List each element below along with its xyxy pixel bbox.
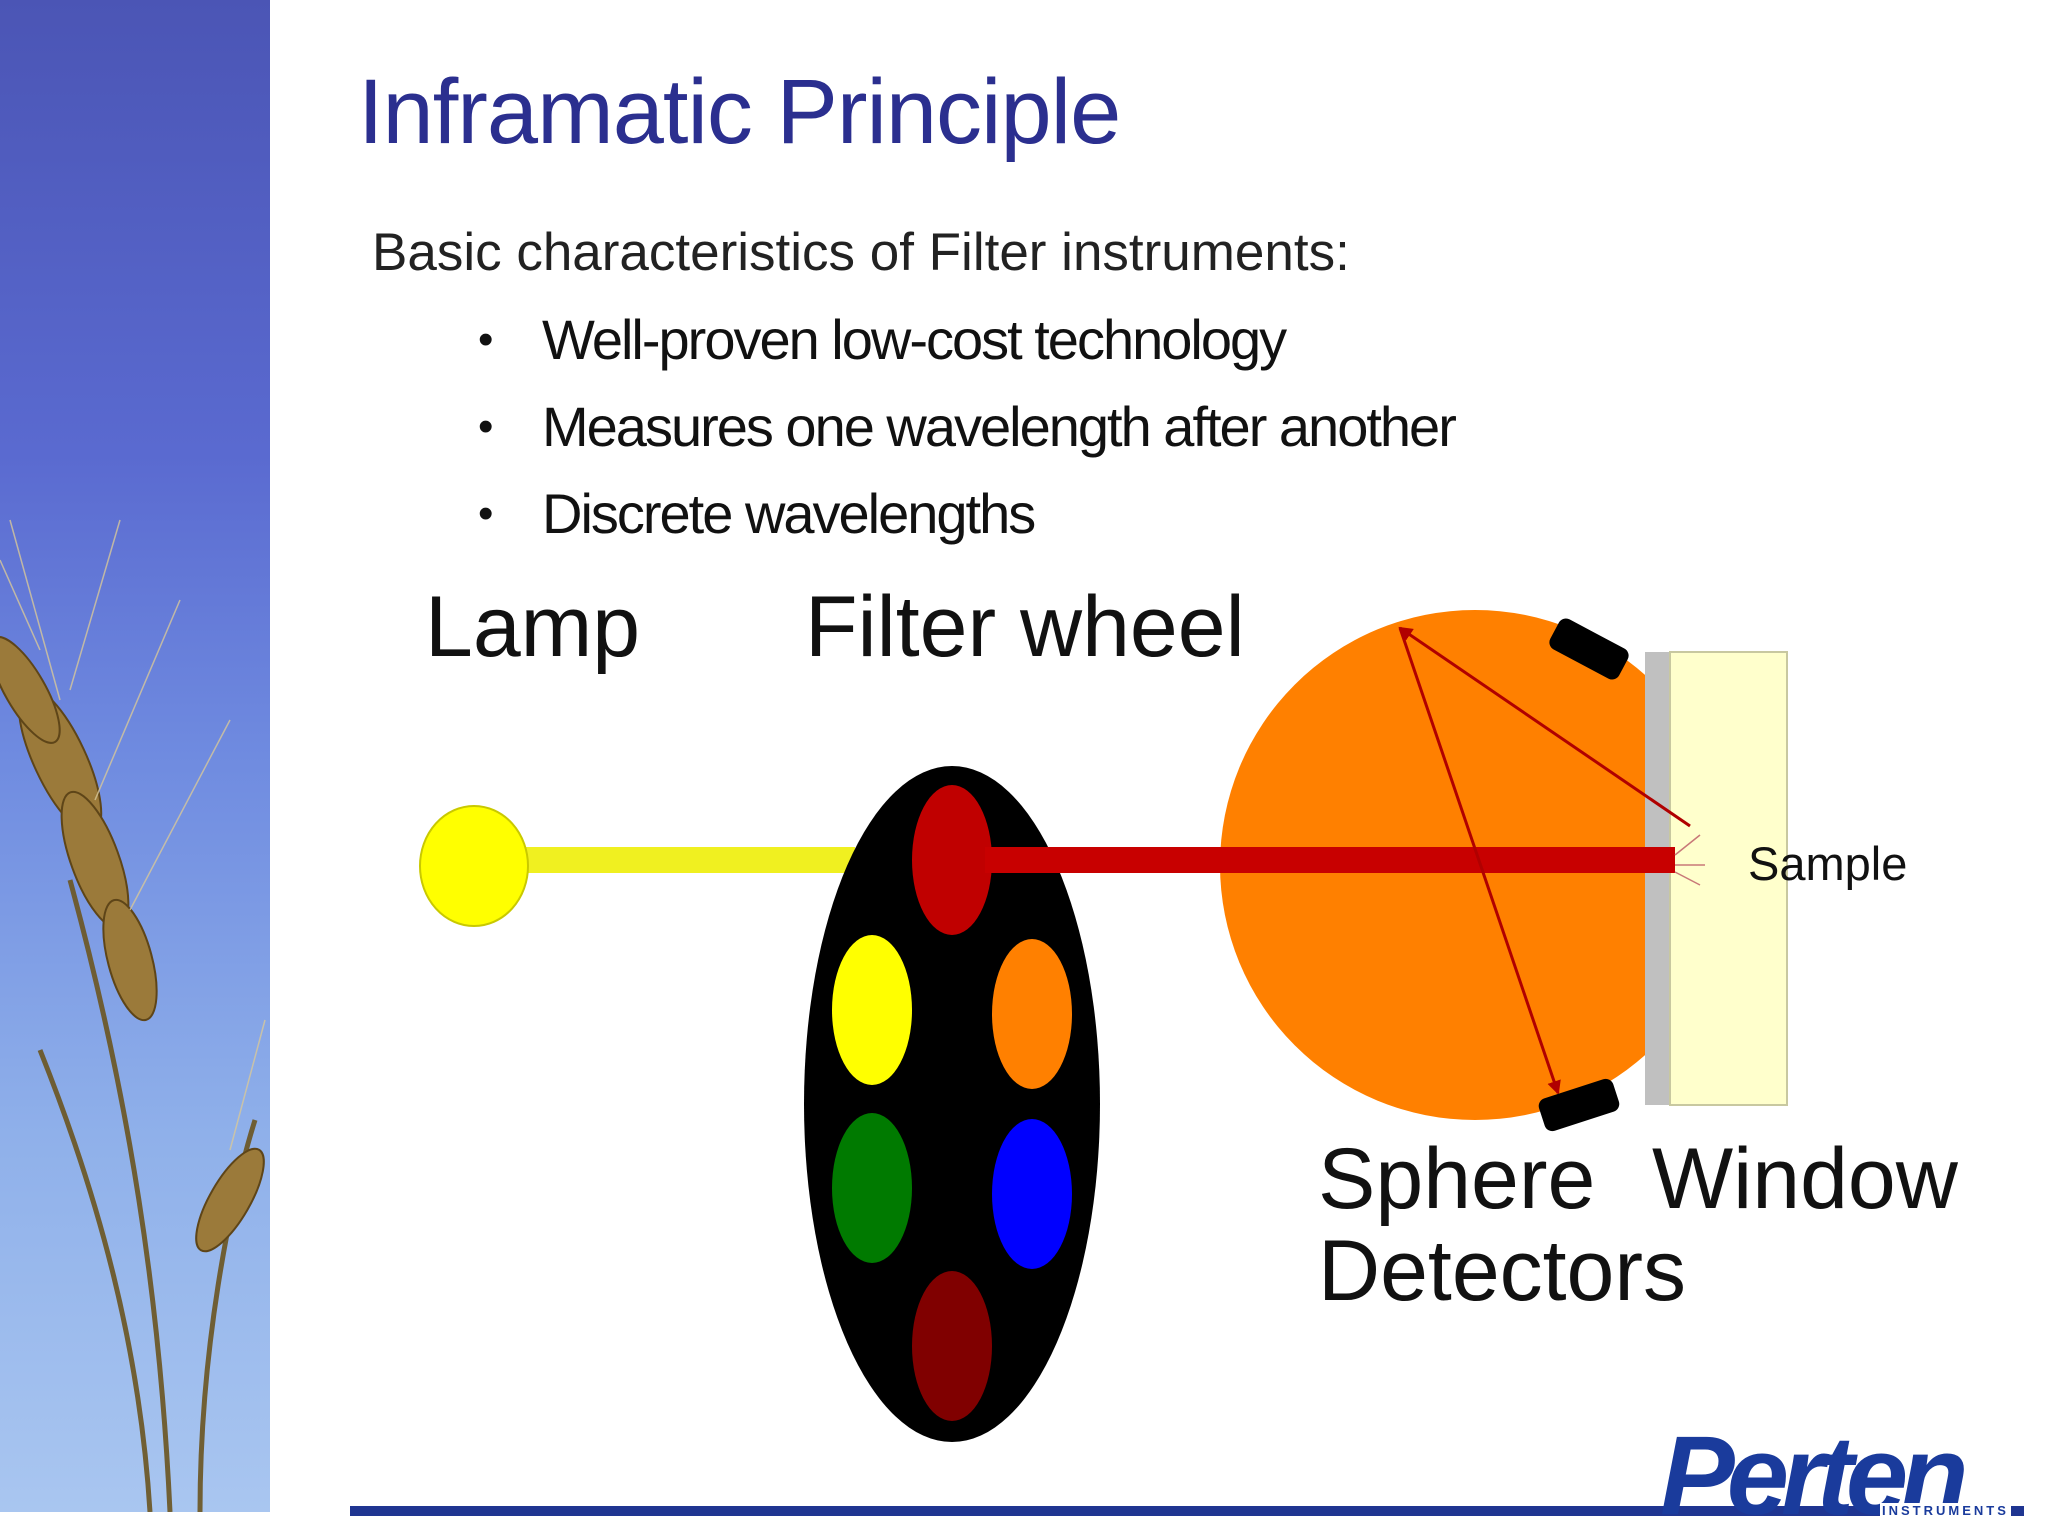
bullet-dot: •: [478, 315, 494, 364]
filter-dark-red: [912, 1271, 992, 1421]
filter-red: [912, 785, 992, 935]
reflection-ray-arrow: [1398, 626, 1691, 828]
sample-window: [1645, 652, 1670, 1105]
bullet-item: • Discrete wavelengths: [470, 479, 1455, 566]
slide-title: Inframatic Principle: [358, 61, 1121, 163]
bullet-text: Measures one wavelength after another: [542, 395, 1457, 458]
wheat-sky-banner: [0, 0, 270, 1512]
slide-subtitle: Basic characteristics of Filter instrume…: [372, 223, 1350, 282]
detector-bottom: [1538, 1078, 1620, 1132]
footer-rule: [350, 1506, 2024, 1516]
sample-cell: [1669, 651, 1788, 1106]
window-label: Window: [1652, 1131, 1958, 1227]
filter-green: [832, 1113, 912, 1263]
filtered-light-beam: [985, 847, 1675, 873]
bullet-text: Discrete wavelengths: [542, 482, 1036, 545]
filter-blue: [992, 1119, 1072, 1269]
lamp-icon: [419, 805, 529, 927]
sphere-label: Sphere: [1318, 1131, 1596, 1227]
bullet-item: • Well-proven low-cost technology: [470, 305, 1455, 392]
bullet-list: • Well-proven low-cost technology • Measur…: [470, 305, 1457, 566]
detectors-label: Detectors: [1318, 1223, 1687, 1319]
bullet-item: • Measures one wavelength after another: [470, 392, 1457, 479]
lamp-light-beam: [510, 847, 855, 873]
filter-yellow: [832, 935, 912, 1085]
sample-label: Sample: [1748, 837, 1908, 890]
reflection-ray-arrow: [1398, 627, 1561, 1095]
detector-top: [1549, 618, 1629, 680]
filter-wheel: [804, 766, 1100, 1442]
lamp-label: Lamp: [425, 579, 641, 675]
filter-wheel-label: Filter wheel: [805, 579, 1245, 675]
bullet-dot: •: [478, 489, 494, 538]
bullet-dot: •: [478, 402, 494, 451]
wheat-illustration: [0, 519, 266, 1512]
scatter-lines: [1674, 834, 1705, 886]
filter-orange: [992, 939, 1072, 1089]
perten-logo-subtitle: INSTRUMENTS: [1880, 1503, 2011, 1518]
bullet-text: Well-proven low-cost technology: [542, 308, 1287, 371]
